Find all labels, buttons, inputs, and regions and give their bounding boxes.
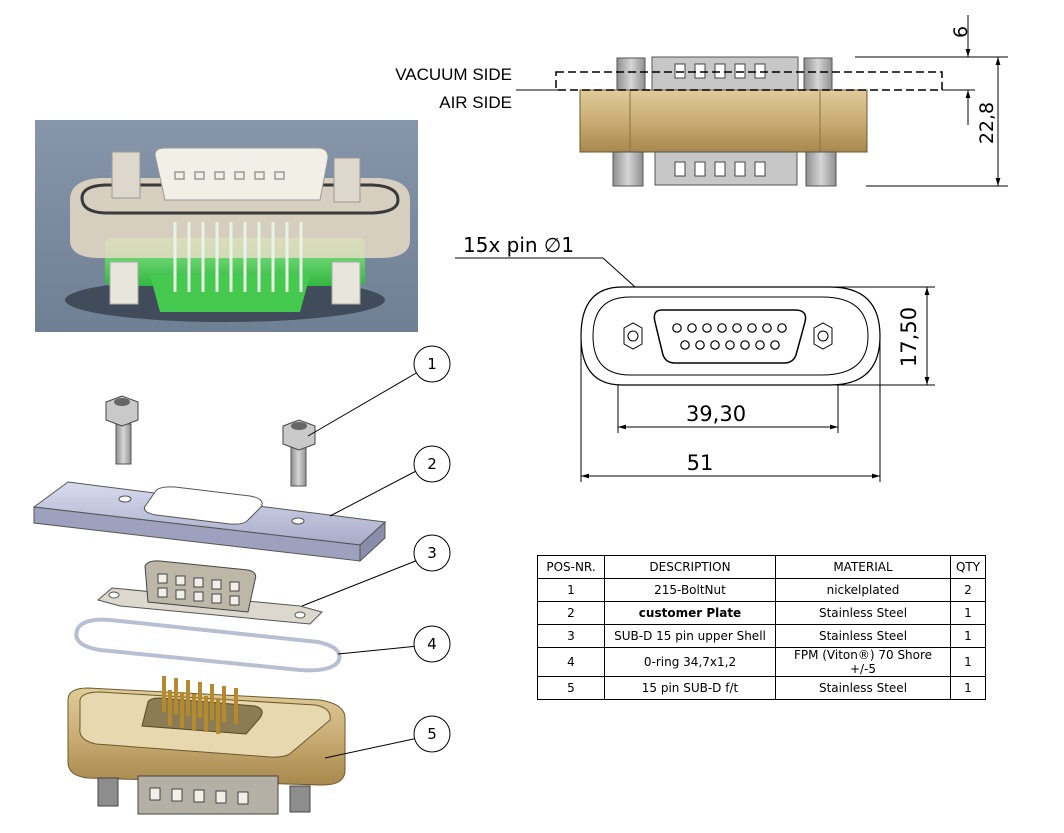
bom-description: 15 pin SUB-D f/t (604, 676, 776, 700)
bom-qty: 2 (950, 578, 986, 602)
bom-header-description: DESCRIPTION (604, 555, 776, 579)
bom-qty: 1 (950, 676, 986, 700)
bom-qty: 1 (950, 601, 986, 625)
dim-22-8: 22,8 (976, 102, 998, 144)
balloon-3 (413, 534, 451, 572)
balloon-3-label: 3 (427, 544, 437, 562)
bom-material: Stainless Steel (775, 601, 951, 625)
bom-pos: 5 (537, 676, 605, 700)
upper-shell (96, 560, 323, 625)
balloon-1 (413, 345, 451, 383)
bom-qty: 1 (950, 624, 986, 648)
bom-description: 0-ring 34,7x1,2 (604, 647, 776, 677)
dim-6: 6 (950, 26, 972, 38)
render-view (35, 120, 418, 332)
bill-of-materials: POS-NR. DESCRIPTION MATERIAL QTY 1 215-B… (537, 555, 986, 700)
bom-header-material: MATERIAL (775, 555, 951, 579)
bom-material: Stainless Steel (775, 676, 951, 700)
balloon-2-label: 2 (427, 455, 437, 473)
table-row: 4 0-ring 34,7x1,2 FPM (Viton®) 70 Shore … (537, 647, 986, 677)
bom-description: SUB-D 15 pin upper Shell (604, 624, 776, 648)
balloon-2 (413, 445, 451, 483)
bom-material: nickelplated (775, 578, 951, 602)
bom-qty: 1 (950, 647, 986, 677)
table-row: 1 215-BoltNut nickelplated 2 (537, 578, 986, 602)
bom-pos: 2 (537, 601, 605, 625)
balloon-4-label: 4 (427, 635, 437, 653)
o-ring (74, 617, 342, 673)
bom-header-pos: POS-NR. (537, 555, 605, 579)
table-row: 2 customer Plate Stainless Steel 1 (537, 601, 986, 625)
bom-pos: 1 (537, 578, 605, 602)
bom-description: 215-BoltNut (604, 578, 776, 602)
balloon-5 (413, 715, 451, 753)
side-view: VACUUM SIDE AIR SIDE (395, 15, 1008, 187)
dim-17-50: 17,50 (897, 307, 921, 367)
dim-51: 51 (687, 451, 714, 475)
vacuum-side-label: VACUUM SIDE (395, 65, 512, 84)
bom-pos: 3 (537, 624, 605, 648)
air-side-label: AIR SIDE (439, 93, 512, 112)
bolt-right (282, 419, 316, 487)
table-row: 3 SUB-D 15 pin upper Shell Stainless Ste… (537, 624, 986, 648)
bom-header-qty: QTY (950, 555, 986, 579)
pin-callout: 15x pin ∅1 (463, 233, 574, 257)
bom-material: FPM (Viton®) 70 Shore +/-5 (775, 647, 951, 677)
bom-description: customer Plate (604, 601, 776, 625)
balloon-1-label: 1 (427, 355, 437, 373)
feedthrough-body (67, 676, 346, 815)
balloon-5-label: 5 (427, 725, 437, 743)
bolt-left (105, 395, 139, 465)
dim-39-30: 39,30 (686, 402, 746, 426)
front-view: 15x pin ∅1 (455, 233, 935, 482)
balloon-4 (413, 625, 451, 663)
exploded-view: 1 2 3 4 5 (32, 345, 451, 815)
table-row: 5 15 pin SUB-D f/t Stainless Steel 1 (537, 676, 986, 700)
bom-material: Stainless Steel (775, 624, 951, 648)
customer-plate (32, 481, 387, 563)
bom-pos: 4 (537, 647, 605, 677)
bom-header-row: POS-NR. DESCRIPTION MATERIAL QTY (537, 555, 986, 579)
